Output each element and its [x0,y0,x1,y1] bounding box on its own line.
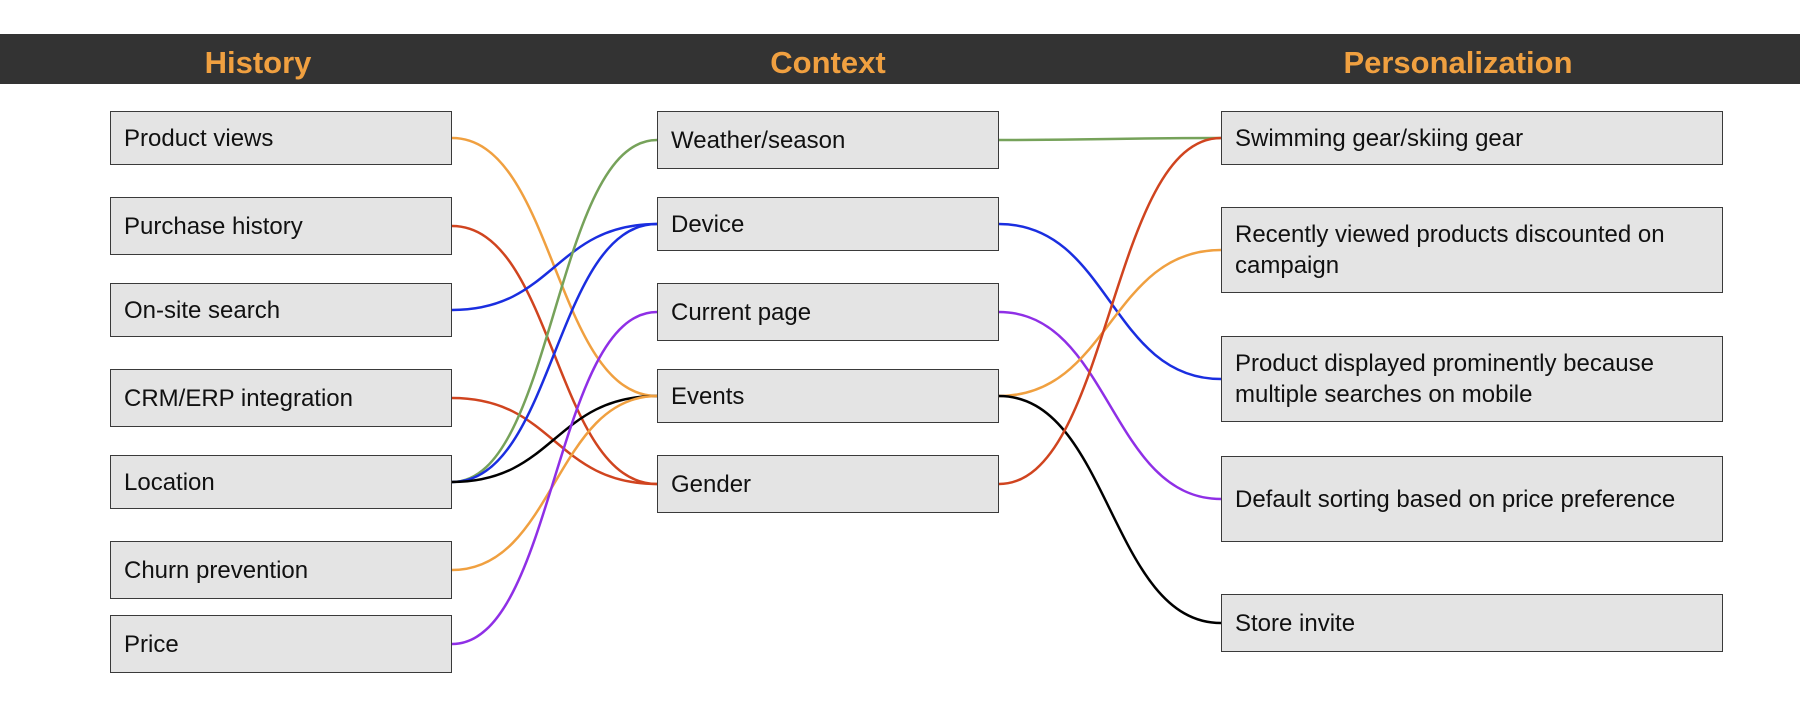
connector-location-to-events [451,394,658,484]
personalization-node-recently-viewed-discount: Recently viewed products discounted on c… [1221,207,1723,293]
node-label: Device [671,210,745,238]
connector-location-to-device [451,222,658,484]
personalization-node-default-sorting: Default sorting based on price preferenc… [1221,456,1723,542]
node-label: On-site search [124,296,281,324]
node-label: Price [124,630,179,658]
context-node-device: Device [657,197,999,251]
history-node-location: Location [110,455,452,509]
context-node-weather-season: Weather/season [657,111,999,169]
connector-onsite_search-to-device [451,222,658,312]
history-node-purchase-history: Purchase history [110,197,452,255]
connector-events-to-recently_viewed [998,248,1222,398]
node-label: Churn prevention [124,556,309,584]
connector-churn-to-events [451,394,658,572]
personalization-node-product-prominent: Product displayed prominently because mu… [1221,336,1723,422]
node-label: Location [124,468,215,496]
connector-location-to-weather [451,138,658,484]
connector-device-to-prominent [998,222,1222,381]
personalization-column-title: Personalization [1343,45,1573,80]
history-node-product-views: Product views [110,111,452,165]
connector-weather-to-swimming [998,136,1222,142]
personalization-node-swimming-skiing-gear: Swimming gear/skiing gear [1221,111,1723,165]
history-node-crm-erp: CRM/ERP integration [110,369,452,427]
connector-events-to-store_invite [998,394,1222,625]
connector-current_page-to-sorting [998,310,1222,501]
history-node-price: Price [110,615,452,673]
context-column-title: Context [770,45,886,80]
node-label: CRM/ERP integration [124,384,353,412]
personalization-node-store-invite: Store invite [1221,594,1723,652]
connector-price-to-current_page [451,310,658,646]
node-label: Product views [124,124,274,152]
node-label: Default sorting based on price preferenc… [1235,485,1676,513]
context-node-events: Events [657,369,999,423]
node-label: Current page [671,298,812,326]
node-label: Purchase history [124,212,303,240]
node-label: Product displayed prominently because mu… [1235,350,1654,408]
context-node-current-page: Current page [657,283,999,341]
connector-crm_erp-to-gender [451,396,658,486]
node-label: Store invite [1235,609,1356,637]
history-column-title: History [204,45,312,80]
connector-gender-to-swimming [998,136,1222,486]
node-label: Weather/season [671,126,846,154]
node-label: Events [671,382,745,410]
node-label: Recently viewed products discounted on c… [1235,221,1665,279]
node-label: Swimming gear/skiing gear [1235,124,1524,152]
node-label: Gender [671,470,752,498]
context-node-gender: Gender [657,455,999,513]
history-node-churn-prevention: Churn prevention [110,541,452,599]
history-node-onsite-search: On-site search [110,283,452,337]
header-bar [0,34,1800,84]
